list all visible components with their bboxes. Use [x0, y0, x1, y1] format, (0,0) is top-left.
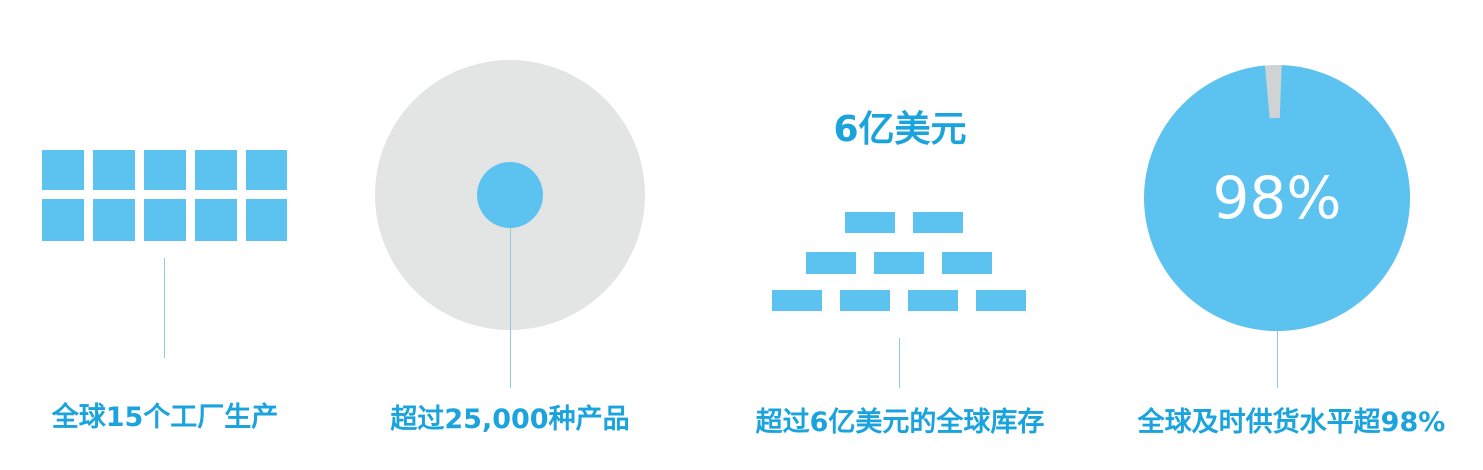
percentage-label: 98%	[1212, 164, 1342, 232]
factory-tile	[246, 199, 287, 241]
brick	[845, 212, 895, 233]
brick	[942, 252, 992, 274]
panel-products: 超过25,000种产品	[355, 0, 665, 470]
brick	[806, 252, 856, 274]
factory-tile	[195, 199, 237, 241]
panel-factories: 全球15个工厂生产	[0, 0, 330, 470]
factory-tile	[42, 150, 84, 190]
panel-supply: 98% 全球及时供货水平超98%	[1100, 0, 1483, 470]
factory-tile	[93, 199, 135, 241]
products-caption: 超过25,000种产品	[390, 404, 630, 435]
brick	[913, 212, 963, 233]
inventory-caption: 超过6亿美元的全球库存	[755, 407, 1045, 438]
brick	[976, 290, 1026, 311]
brick	[908, 290, 958, 311]
inner-dot	[477, 162, 543, 228]
factory-tile	[195, 150, 237, 190]
ring-hole	[1197, 118, 1357, 278]
inventory-headline: 6亿美元	[833, 109, 967, 150]
brick	[840, 290, 890, 311]
factories-caption: 全球15个工厂生产	[51, 402, 279, 433]
panel-inventory: 6亿美元 超过6亿美元的全球库存	[700, 0, 1100, 470]
factory-tile	[144, 199, 186, 241]
factory-tile	[144, 150, 186, 190]
factory-tile	[93, 150, 135, 190]
supply-ring-graphic	[1144, 65, 1411, 388]
products-disc-graphic	[375, 60, 645, 388]
brick	[772, 290, 822, 311]
connector-line	[899, 338, 900, 388]
connector-line	[164, 258, 165, 358]
factory-tile	[246, 150, 287, 190]
supply-caption: 全球及时供货水平超98%	[1137, 407, 1446, 438]
factory-tile	[42, 199, 84, 241]
brick	[874, 252, 924, 274]
